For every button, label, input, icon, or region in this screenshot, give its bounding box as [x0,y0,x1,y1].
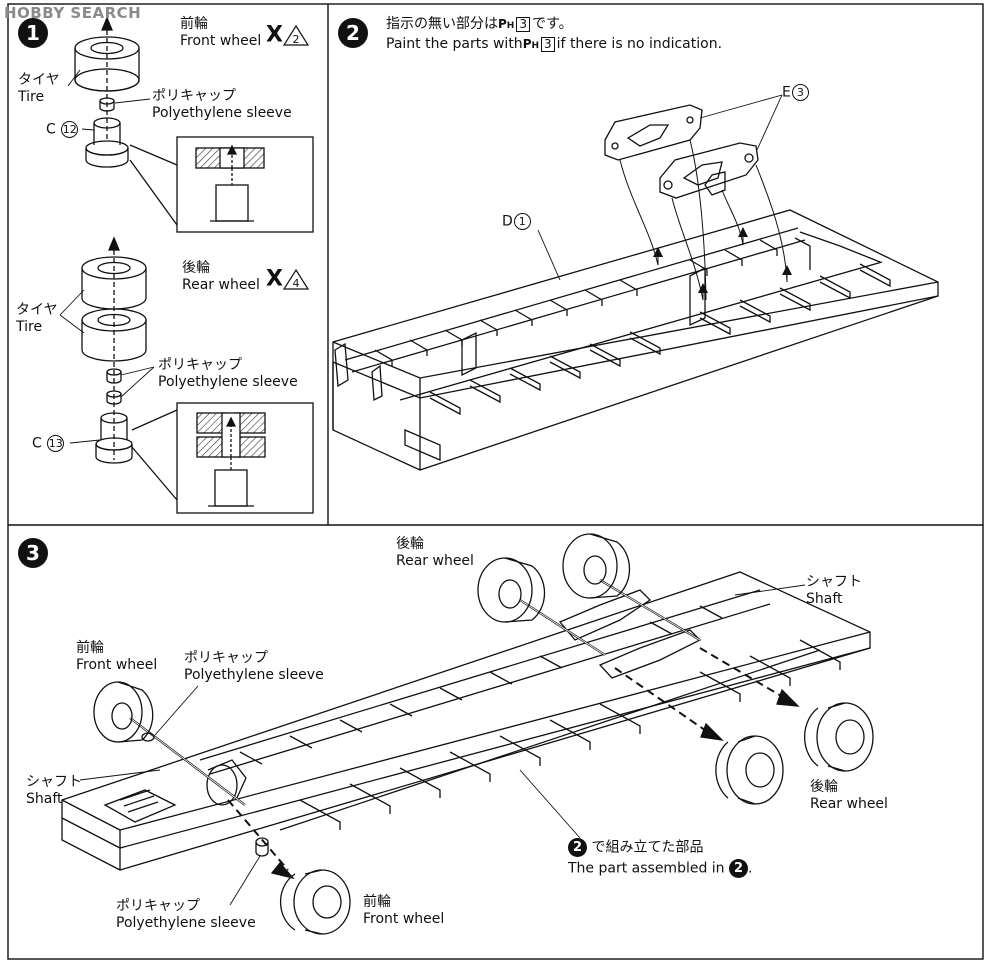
chassis-step2 [332,209,939,471]
front-wheel-label-s3-exploded: 前輪 Front wheel [363,894,444,928]
triangle-qty-icon: 2 [282,24,310,46]
rear-wheel-label-s3-exploded: 後輪 Rear wheel [810,779,888,813]
front-wheel-label: 前輪 Front wheel [180,16,261,50]
front-wheel-stack [74,16,140,168]
polycap-label: ポリキャップ Polyethylene sleeve [152,88,292,122]
assembled-part-en: The part assembled in 2. [568,859,753,878]
step-3-badge: 3 [18,538,48,568]
polycap-jp: ポリキャップ [152,88,236,104]
tire-en: Tire [16,319,43,335]
chassis-step3 [61,571,871,871]
watermark-logo: HOBBY SEARCH [4,4,142,22]
tire-label: タイヤ Tire [18,72,60,106]
shaft-en: Shaft [806,591,843,607]
step-1-badge: 1 [18,18,48,48]
shaft-jp: シャフト [26,774,82,790]
triangle-qty-icon: 4 [282,268,310,290]
bracket-parts-e3 [537,94,792,301]
rear-wheel-jp: 後輪 [810,779,838,795]
polycap-label-s3: ポリキャップ Polyethylene sleeve [184,650,324,684]
rear-wheel-label: 後輪 Rear wheel [182,260,260,294]
rear-wheel-label-s3: 後輪 Rear wheel [396,536,474,570]
polycap-jp: ポリキャップ [184,650,268,666]
rear-wheel-en: Rear wheel [182,277,260,293]
polycap-jp: ポリキャップ [116,898,200,914]
front-wheel-label-s3: 前輪 Front wheel [76,640,157,674]
rear-wheel-stack [81,236,147,464]
step-2-badge: 2 [338,18,368,48]
wheels-step3 [93,533,874,935]
quantity-x-mark: X [266,266,283,292]
polycap-label-rear: ポリキャップ Polyethylene sleeve [158,357,298,391]
assembled-part-jp: 2 で組み立てた部品 [568,838,752,857]
tire-label-rear: タイヤ Tire [16,302,58,336]
shaft-label-s3: シャフト Shaft [806,574,862,608]
polycap-jp: ポリキャップ [158,357,242,373]
polycap-label-s3-bottom: ポリキャップ Polyethylene sleeve [116,898,256,932]
rear-wheel-jp: 後輪 [396,536,424,552]
panel-borders [7,3,984,960]
tire-en: Tire [18,89,45,105]
rear-wheel-en: Rear wheel [396,553,474,569]
rear-wheel-en: Rear wheel [810,796,888,812]
rear-wheel-jp: 後輪 [182,260,210,276]
shaft-jp: シャフト [806,574,862,590]
shaft-en: Shaft [26,791,63,807]
leader-lines-step1 [59,69,155,444]
tire-jp: タイヤ [16,302,58,318]
quantity-x-mark: X [266,22,283,48]
front-wheel-jp: 前輪 [363,894,391,910]
front-wheel-jp: 前輪 [76,640,104,656]
polycap-en: Polyethylene sleeve [152,105,292,121]
front-wheel-en: Front wheel [363,911,445,927]
polycap-en: Polyethylene sleeve [158,374,298,390]
front-wheel-en: Front wheel [180,33,262,49]
shaft-label-s3-front: シャフト Shaft [26,774,82,808]
detail-inset-front [129,136,314,233]
assembled-part-label: 2 で組み立てた部品 The part assembled in 2. [568,838,752,878]
front-wheel-jp: 前輪 [180,16,208,32]
front-wheel-en: Front wheel [76,657,158,673]
tire-jp: タイヤ [18,72,60,88]
polycap-en: Polyethylene sleeve [184,667,324,683]
polycap-en: Polyethylene sleeve [116,915,256,931]
part-c13-label: C 13 [32,435,65,452]
detail-inset-rear [131,402,314,514]
part-c12-label: C 12 [46,121,79,138]
